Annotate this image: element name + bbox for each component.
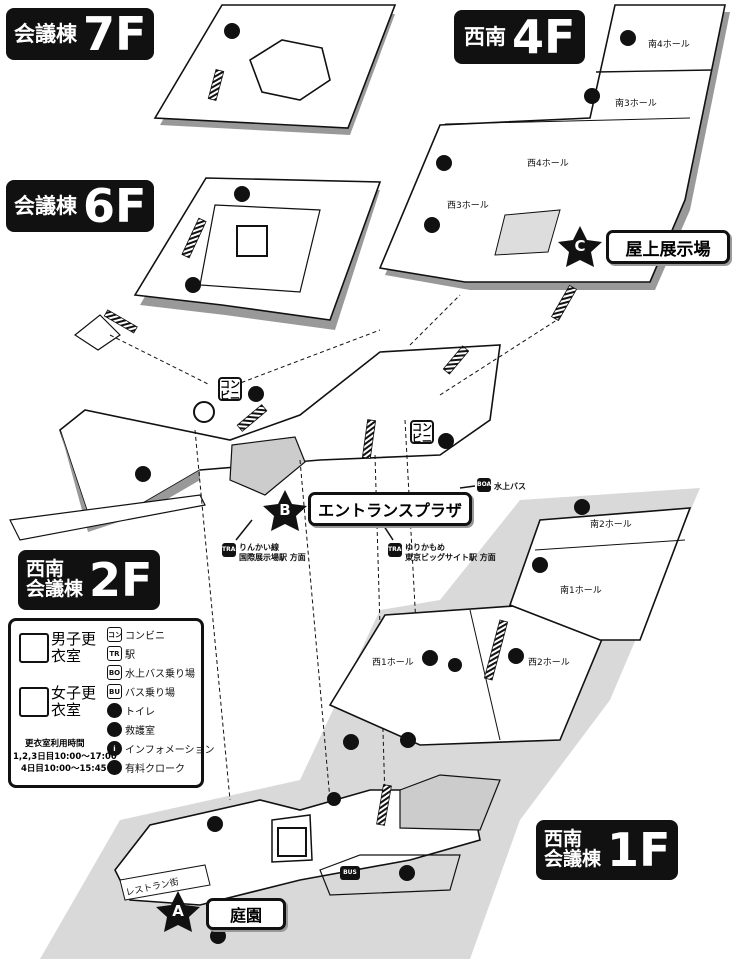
marker-b: B xyxy=(265,490,305,530)
floor-1f-building-line1: 西南 xyxy=(544,828,583,851)
convenience-store-icon: コン xyxy=(107,627,122,642)
floor-4f-plan xyxy=(378,4,730,322)
floor-6f-building: 会議棟 xyxy=(14,193,77,218)
yurikamome-line-name: ゆりかもめ xyxy=(405,543,445,552)
information-icon xyxy=(448,658,462,672)
floor-label-7f: 会議棟 7F xyxy=(6,7,155,61)
legend-item-cloakroom: 有料クローク xyxy=(107,760,185,775)
convenience-store-sign-2f-left: コンビニ xyxy=(218,377,242,402)
train-rinkai-icon: TRAIN xyxy=(222,543,243,557)
water-bus-icon: BOAT xyxy=(477,478,495,492)
restroom-legend-icon xyxy=(107,703,122,718)
hall-label-west3: 西3ホール xyxy=(447,201,489,211)
marker-a: A xyxy=(158,891,198,931)
male-changing-room-icon xyxy=(236,225,268,257)
floor-7f-plan xyxy=(153,4,397,135)
train-station-icon: TR xyxy=(107,646,122,661)
marker-a-letter: A xyxy=(172,902,184,920)
cloakroom-icon xyxy=(135,466,151,482)
marker-b-star xyxy=(263,490,307,531)
hall-label-south3: 南3ホール xyxy=(615,99,657,109)
rinkai-line-name: りんかい線 xyxy=(239,543,279,552)
water-bus-label: 水上バス xyxy=(494,482,526,491)
female-changing-room-legend-label: 女子更衣室 xyxy=(51,684,97,719)
floor-4f-number: 4F xyxy=(512,10,576,64)
marker-c: C xyxy=(560,226,600,266)
floor-2f-number: 2F xyxy=(89,553,153,607)
cloakroom-legend-icon xyxy=(107,760,122,775)
water-bus-legend-icon: BO xyxy=(107,665,122,680)
hall-label-west2: 西2ホール xyxy=(528,658,570,668)
information-legend-icon: i xyxy=(107,741,122,756)
legend-item-restroom: トイレ xyxy=(107,703,155,718)
floor-1f-building-line2: 会議棟 xyxy=(544,848,602,870)
floor-4f-building: 西南 xyxy=(464,24,506,49)
clock-icon xyxy=(193,401,215,423)
train-yurikamome-icon: TRAIN xyxy=(388,543,409,557)
hall-label-west1: 西1ホール xyxy=(372,658,414,668)
convenience-store-sign-2f-right: コンビニ xyxy=(410,420,434,445)
marker-b-letter: B xyxy=(279,501,291,519)
marker-b-label: エントランスプラザ xyxy=(318,501,462,520)
floor-1f-plan xyxy=(114,507,692,906)
marker-c-letter: C xyxy=(574,237,586,255)
floor-label-1f: 西南 会議棟 1F xyxy=(536,820,679,880)
floor-7f-building: 会議棟 xyxy=(14,21,77,46)
floor-7f-number: 7F xyxy=(83,7,147,61)
changing-hours-day123: 1,2,3日目10:00～17:00 xyxy=(13,752,117,762)
floor-2f-plan xyxy=(9,344,501,541)
floor-2f-building-line1: 西南 xyxy=(26,558,65,581)
hall-label-south2: 南2ホール xyxy=(590,520,632,530)
marker-a-star xyxy=(156,891,200,932)
legend-item-convenience-store: コンコンビニ xyxy=(107,627,165,642)
hall-label-south4: 南4ホール xyxy=(648,40,690,50)
changing-hours-title: 更衣室利用時間 xyxy=(25,739,85,749)
marker-c-label: 屋上展示場 xyxy=(625,239,711,260)
male-changing-room-legend-label: 男子更衣室 xyxy=(51,630,97,665)
hall-label-west4: 西4ホール xyxy=(527,159,569,169)
restroom-icon-group xyxy=(185,23,636,944)
floor-1f-number: 1F xyxy=(607,823,671,877)
floor-2f-building-line2: 会議棟 xyxy=(26,578,84,600)
marker-b-callout: エントランスプラザ xyxy=(308,492,472,526)
floor-label-4f: 西南 4F xyxy=(454,10,586,64)
bus-stop-legend-icon: BU xyxy=(107,684,122,699)
marker-c-star xyxy=(558,226,602,267)
female-changing-room-icon xyxy=(277,827,307,857)
rinkai-line-destination: 国際展示場駅 方面 xyxy=(239,553,306,562)
marker-c-callout: 屋上展示場 xyxy=(606,230,730,264)
changing-hours-day4: 4日目10:00～15:45 xyxy=(21,764,107,774)
yurikamome-line-destination: 東京ビッグサイト駅 方面 xyxy=(405,553,496,562)
marker-a-label: 庭園 xyxy=(229,906,262,925)
hall-label-south1: 南1ホール xyxy=(560,586,602,596)
first-aid-legend-icon xyxy=(107,722,122,737)
bus-stop-icon: BUS xyxy=(340,866,360,880)
floor-label-2f: 西南 会議棟 2F xyxy=(18,550,161,610)
legend-item-first-aid: 救護室 xyxy=(107,722,155,737)
female-changing-room-legend-icon xyxy=(19,687,49,717)
marker-a-callout: 庭園 xyxy=(206,898,286,930)
map-legend: 男子更衣室 女子更衣室 更衣室利用時間 1,2,3日目10:00～17:00 4… xyxy=(8,618,215,788)
floor-label-6f: 会議棟 6F xyxy=(6,179,155,233)
floor-6f-number: 6F xyxy=(83,179,147,233)
male-changing-room-legend-icon xyxy=(19,633,49,663)
first-aid-icon xyxy=(327,792,341,806)
